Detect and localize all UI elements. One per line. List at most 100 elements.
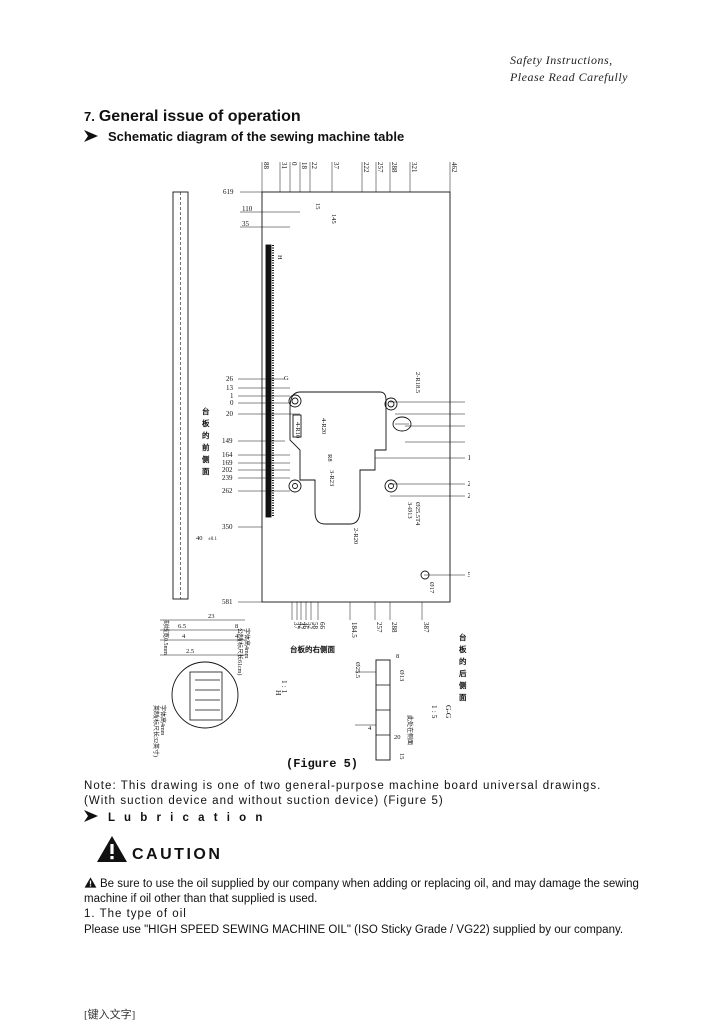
top-dim-31: 31 (280, 162, 288, 170)
front-side-char-3: 的 (202, 430, 210, 440)
detail-h-title: H (274, 690, 283, 696)
top-dim-37: 37 (332, 162, 340, 170)
section-title: 7.General issue of operation (84, 108, 301, 126)
front-side-char-6: 面 (202, 467, 210, 476)
detail-h-dim-4b: 4 (235, 633, 239, 640)
label-dim40-tol: ±0.1 (208, 537, 217, 542)
top-dim-321: 321 (410, 162, 418, 173)
oil-type-heading: 1. The type of oil (84, 908, 187, 920)
note-line-2: (With suction device and without suction… (84, 795, 444, 807)
schematic-drawing: 88 31 0 18 22 37 222 257 288 321 462 619… (152, 162, 479, 761)
note-line-1: Note: This drawing is one of two general… (84, 780, 602, 792)
detail-h-dim-8: 8 (235, 623, 238, 630)
label-h-marker: H (276, 255, 283, 260)
label-r15: 15 (314, 203, 321, 210)
rear-side-char-2: 板 (459, 644, 467, 654)
board-outline (261, 191, 451, 603)
lubrication-text: L u b r i c a t i o n (108, 812, 266, 824)
rear-side-char-6: 面 (459, 693, 467, 702)
label-145: 145 (330, 214, 337, 224)
detail-h-circle (171, 661, 239, 729)
header-line-2: Please Read Carefully (509, 70, 628, 84)
top-dim-22: 22 (310, 162, 318, 170)
hole-3 (288, 479, 302, 493)
left-dim-164: 164 (222, 451, 233, 459)
detail-g-scale: 1 : 5 (430, 705, 439, 719)
detail-g-title: G-G (444, 705, 453, 719)
detail-g-dim-13: Ø13 (398, 670, 405, 681)
label-c255: Ø25.5T4 (414, 502, 421, 526)
section-title-text: General issue of operation (98, 108, 301, 125)
detail-h-bottom-note: 英制(标尺长32英寸) (152, 705, 160, 757)
label-r8: R8 (326, 454, 333, 462)
top-dim-257: 257 (376, 162, 384, 173)
rear-side-char-1: 台 (459, 632, 467, 642)
front-side-char-1: 台 (202, 406, 210, 416)
note-paragraph: Note: This drawing is one of two general… (84, 779, 601, 809)
left-dim-1: 1 (230, 392, 234, 400)
hinge-hole-1 (288, 394, 302, 408)
page-footer: [键入文字] (84, 1009, 136, 1021)
top-dim-222: 222 (362, 162, 370, 173)
front-side-char-5: 侧 (202, 454, 210, 464)
warning-small-icon (84, 877, 97, 888)
bottom-dim-46: 46 (301, 622, 309, 630)
top-dim-0: 0 (290, 162, 298, 166)
arrow-bullet-icon (84, 810, 98, 822)
hinge-hole-2 (384, 397, 398, 411)
left-dim-20: 20 (226, 410, 234, 418)
oil-type-text: Please use "HIGH SPEED SEWING MACHINE OI… (84, 924, 624, 936)
left-dim-202: 202 (222, 466, 233, 474)
bottom-dim-387: 387 (422, 622, 430, 633)
left-dim-149: 149 (222, 437, 233, 445)
top-dim-88: 88 (262, 162, 270, 170)
bottom-dim-42: 42 (297, 622, 305, 630)
detail-h-top-note: 公制(标尺长61cm) (236, 628, 244, 675)
left-dim-262: 262 (222, 487, 233, 495)
label-g-marker: G (284, 375, 289, 382)
detail-h-dim-6-5: 6.5 (178, 623, 186, 630)
detail-g-dim-20: 20 (394, 734, 401, 741)
arrow-bullet-icon (84, 130, 98, 142)
hole-4 (384, 479, 398, 493)
label-4r20: 4-R20 (320, 418, 327, 434)
bottom-dim-37: 37 (292, 622, 300, 630)
bottom-dim-66: 66 (318, 622, 326, 630)
left-dim-350: 350 (222, 523, 233, 531)
front-side-char-2: 板 (202, 418, 210, 428)
caution-word: CAUTION (132, 846, 223, 863)
detail-h-dim-4a: 4 (182, 633, 186, 640)
left-dim-13: 13 (226, 384, 234, 392)
left-dim-581: 581 (222, 598, 233, 606)
left-dim-26: 26 (226, 375, 234, 383)
detail-h-dim-23: 23 (208, 613, 215, 620)
detail-h-bottom-note-2: 字体高4mm (159, 705, 167, 736)
left-dim-239: 239 (222, 474, 233, 482)
warning-paragraph: Be sure to use the oil supplied by our c… (84, 877, 644, 907)
bottom-dim-288: 288 (390, 622, 398, 633)
warning-triangle-icon (97, 836, 127, 862)
figure-caption: (Figure 5) (286, 757, 359, 771)
right-dim-262: 262 (468, 492, 471, 500)
label-dim40: 40 (196, 535, 203, 542)
subheading: Schematic diagram of the sewing machine … (84, 129, 404, 144)
left-dim-35: 35 (242, 220, 250, 228)
section-number: 7. (84, 109, 95, 124)
right-dim-164: 164 (468, 454, 471, 462)
right-dim-506: 506 (468, 571, 471, 579)
top-dim-462: 462 (450, 162, 458, 173)
left-dim-110: 110 (242, 205, 253, 213)
top-dim-288: 288 (390, 162, 398, 173)
left-dim-619: 619 (223, 188, 234, 196)
detail-h-scale: 1 : 1 (280, 680, 289, 694)
header-line-1: Safety Instructions, (509, 53, 613, 67)
caution-banner: CAUTION (96, 835, 222, 868)
subheading-text: Schematic diagram of the sewing machine … (108, 129, 405, 144)
bottom-dim-184-5: 184.5 (350, 622, 358, 638)
detail-h-top-note-2: 字体高4mm (243, 628, 251, 659)
label-hole17: Ø17 (428, 582, 435, 594)
top-dim-18: 18 (300, 162, 308, 170)
label-2r18: 2-R18.5 (414, 372, 421, 393)
bottom-dim-58: 58 (311, 622, 319, 630)
bottom-dim-52: 52 (306, 622, 314, 630)
